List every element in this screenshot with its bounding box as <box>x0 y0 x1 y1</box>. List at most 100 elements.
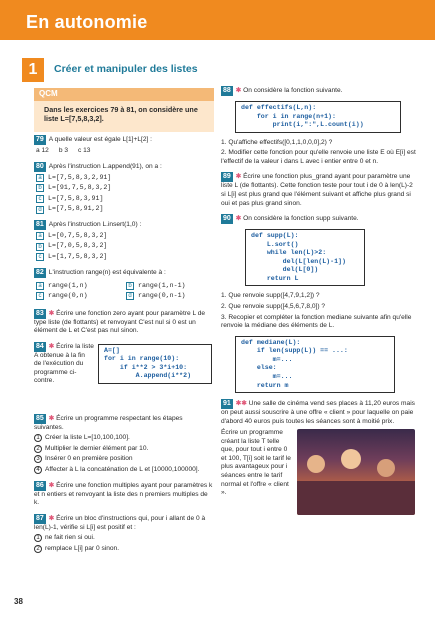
option-row: a L=[0,7,5,8,3,2] <box>36 232 214 241</box>
option: L=[91,7,5,8,3,2] <box>48 184 112 192</box>
cinema-audience-photo <box>297 429 415 516</box>
option-row: d range(0,n-1) <box>126 292 214 301</box>
exercise-85: 85✱ Écrire un programme respectant les é… <box>34 413 214 475</box>
difficulty-star: ✱✱ <box>235 400 249 408</box>
option: L=[0,7,5,8,3,2] <box>48 231 108 239</box>
letter-b: b <box>36 184 44 193</box>
letter-a: a <box>36 173 44 182</box>
exercise-text: Écrire une fonction multiples ayant pour… <box>34 481 213 507</box>
option: a 12 <box>36 147 49 154</box>
difficulty-star: ✱ <box>235 87 244 94</box>
chapter-header <box>0 0 435 40</box>
option: range(1,n) <box>48 281 88 289</box>
exercise-83: 83✱ Écrire une fonction zero ayant pour … <box>34 308 214 336</box>
code-line: for i in range(10): <box>104 355 180 363</box>
option-row: a 12 b 3 c 13 <box>36 147 214 156</box>
code-block: def mediane(L): if len(supp(L)) == ...: … <box>235 335 395 394</box>
qcm-label: QCM <box>39 89 58 98</box>
code-block: def supp(L): L.sort() while len(L)>2: de… <box>245 229 365 287</box>
code-line: if len(supp(L)) == ...: <box>241 347 348 355</box>
chapter-title: En autonomie <box>26 12 148 32</box>
code-line: A.append(i**2) <box>104 372 192 380</box>
step-text: remplace L[i] par 0 sinon. <box>45 544 120 552</box>
option: range(1,n-1) <box>138 281 186 289</box>
exercise-number: 82 <box>34 267 46 278</box>
difficulty-star: ✱ <box>235 173 244 181</box>
step-text: Multiplier le dernier élément par 10. <box>45 444 149 452</box>
code-line: return m <box>241 381 289 389</box>
exercise-86: 86✱ Écrire une fonction multiples ayant … <box>34 480 214 508</box>
exercise-91-body: Écrire un programme créant la liste T te… <box>221 429 417 516</box>
option: b 3 <box>58 147 69 154</box>
code-line: def supp(L): <box>251 232 299 240</box>
question-1: 1. Qu'affiche effectifs([0,1,1,0,0,0],2)… <box>221 138 333 146</box>
exercise-number: 80 <box>34 161 46 172</box>
face-shape <box>307 455 325 474</box>
option-row: a L=[7,5,8,3,2,91] <box>36 174 214 183</box>
letter-c: c <box>36 253 44 262</box>
code-line: print(i,":",L.count(i)) <box>241 121 364 129</box>
letter-b: b <box>126 281 134 290</box>
exercise-number: 89 <box>221 172 233 183</box>
difficulty-star: ✱ <box>48 514 57 522</box>
code-line: def effectifs(L,n): <box>241 104 317 111</box>
question-3: 3. Recopier et compléter la fonction med… <box>221 313 412 330</box>
step-number: 2 <box>34 544 42 553</box>
letter-a: a <box>36 281 44 290</box>
code-line: L.sort() <box>251 240 299 248</box>
step-number: 1 <box>34 434 42 443</box>
code-line: A=[] <box>104 346 120 354</box>
exercise-text: Après l'instruction L.insert(1,0) : <box>48 220 142 228</box>
exercise-91: 91✱✱ Une salle de cinéma vend ses places… <box>221 399 417 516</box>
qcm-intro: Dans les exercices 79 à 81, on considère… <box>34 101 214 132</box>
exercise-text: Une salle de cinéma vend ses places à 11… <box>221 400 415 425</box>
step-text: Affecter à L la concaténation de L et [1… <box>45 466 200 473</box>
right-column: 88✱ On considère la fonction suivante. d… <box>221 84 417 517</box>
code-line: return L <box>251 274 299 282</box>
exercise-84-text: 84✱ Écrire la liste A obtenue à la fin d… <box>34 341 94 386</box>
option: range(0,n-1) <box>138 292 186 300</box>
question-2: 2. Modifier cette fonction pour qu'elle … <box>221 149 416 165</box>
exercise-text: Écrire la liste A obtenue à la fin de l'… <box>34 342 94 385</box>
exercise-89: 89✱ Écrire une fonction plus_grand ayant… <box>221 172 417 208</box>
exercise-number: 88 <box>221 86 233 96</box>
exercise-90: 90✱ On considère la fonction supp suivan… <box>221 214 417 394</box>
step-text: ne fait rien si oui. <box>45 534 95 542</box>
code-block: def effectifs(L,n): for i in range(n+1):… <box>235 101 401 133</box>
exercise-text: On considère la fonction suivante. <box>243 87 343 94</box>
option: L=[7,5,8,3,2,91] <box>48 173 112 181</box>
exercise-text: Écrire une fonction plus_grand ayant pou… <box>221 173 413 207</box>
letter-c: c <box>36 292 44 301</box>
option-row: b range(1,n-1) <box>126 282 214 291</box>
code-line: m=... <box>241 355 293 363</box>
code-line: for i in range(n+1): <box>241 112 336 120</box>
exercise-88: 88✱ On considère la fonction suivante. d… <box>221 86 417 166</box>
difficulty-star: ✱ <box>48 342 57 350</box>
face-shape <box>377 459 395 478</box>
exercise-text: On considère la fonction supp suivante. <box>243 215 359 223</box>
exercise-number: 91 <box>221 399 233 410</box>
option-row: a range(1,n) <box>36 282 124 291</box>
step-number: 2 <box>34 444 42 453</box>
exercise-number: 90 <box>221 214 233 225</box>
letter-a: a <box>36 232 44 241</box>
letter-d: d <box>126 292 134 301</box>
exercise-text: A quelle valeur est égale L[1]+L[2] : <box>48 136 152 143</box>
code-line: else: <box>241 364 277 372</box>
code-line: def mediane(L): <box>241 338 301 346</box>
exercise-text: Écrire une fonction zero ayant pour para… <box>34 309 206 335</box>
option: L=[7,5,8,91,2] <box>48 205 104 213</box>
letter-b: b <box>36 242 44 251</box>
page-number: 38 <box>14 597 23 606</box>
exercise-text: Écrire un bloc d'instructions qui, pour … <box>34 514 206 531</box>
section-number: 1 <box>22 58 44 82</box>
